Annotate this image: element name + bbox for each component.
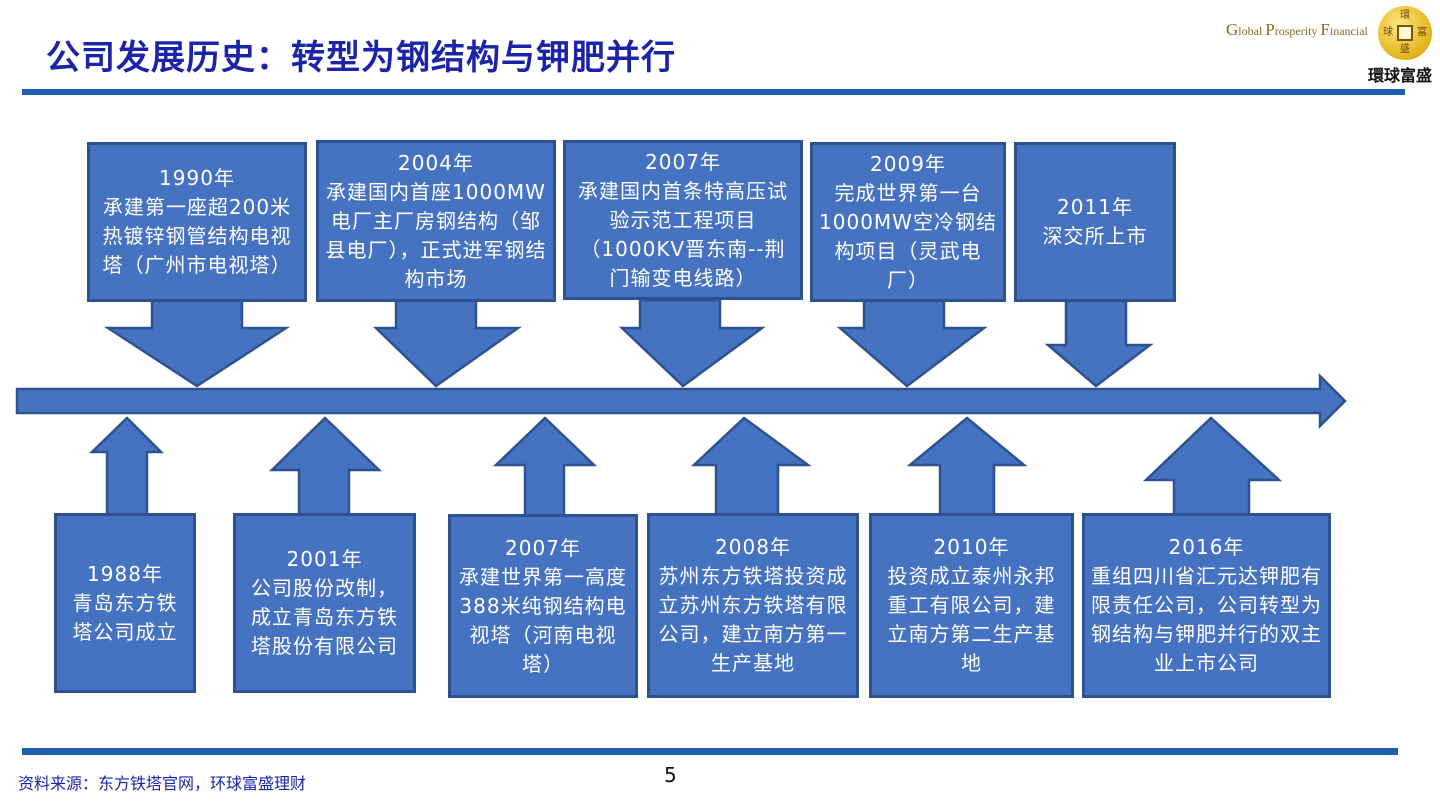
event-year: 1988年 (87, 561, 163, 586)
coin-char-right: 富 (1417, 27, 1427, 38)
event-text: 承建世界第一高度388米纯钢结构电视塔（河南电视塔） (459, 564, 627, 676)
event-year: 2007年 (645, 149, 721, 174)
event-year: 2016年 (1168, 535, 1245, 559)
timeline-main-arrow (15, 372, 1347, 430)
logo-english-name: Global Prosperity Financial (1226, 20, 1368, 39)
top-arrow-2009 (836, 298, 988, 388)
event-text: 承建第一座超200米热镀锌钢管结构电视塔（广州市电视塔） (102, 195, 292, 277)
event-text: 重组四川省汇元达钾肥有限责任公司，公司转型为钢结构与钾肥并行的双主业上市公司 (1091, 564, 1322, 675)
bottom-arrow-2001 (268, 416, 383, 518)
header-divider (22, 89, 1405, 95)
coin-char-left: 球 (1383, 27, 1393, 38)
coin-char-bottom: 盛 (1400, 44, 1410, 55)
event-year: 2011年 (1057, 195, 1133, 219)
event-text: 投资成立泰州永邦重工有限公司，建立南方第二生产基地 (887, 564, 1056, 675)
event-text: 公司股份改制，成立青岛东方铁塔股份有限公司 (251, 576, 398, 658)
event-box-2016: 2016年重组四川省汇元达钾肥有限责任公司，公司转型为钢结构与钾肥并行的双主业上… (1082, 513, 1331, 698)
event-box-2010: 2010年投资成立泰州永邦重工有限公司，建立南方第二生产基地 (869, 513, 1074, 698)
event-box-2007-bottom: 2007年承建世界第一高度388米纯钢结构电视塔（河南电视塔） (448, 514, 638, 698)
logo-chinese-name: 環球富盛 (1367, 66, 1432, 85)
event-box-2008: 2008年苏州东方铁塔投资成立苏州东方铁塔有限公司，建立南方第一生产基地 (647, 513, 859, 698)
top-arrow-1990 (103, 298, 291, 388)
event-text: 深交所上市 (1042, 224, 1148, 248)
coin-square-hole (1397, 25, 1413, 41)
event-box-1990: 1990年承建第一座超200米热镀锌钢管结构电视塔（广州市电视塔） (87, 142, 307, 302)
event-box-2004: 2004年承建国内首座1000MW电厂主厂房钢结构（邹县电厂），正式进军钢结构市… (316, 140, 556, 302)
bottom-arrow-1988 (88, 416, 165, 518)
event-text: 承建国内首条特高压试验示范工程项目（1000KV晋东南--荆门输变电线路） (578, 178, 788, 290)
event-text: 青岛东方铁塔公司成立 (72, 590, 178, 644)
event-text: 完成世界第一台1000MW空冷钢结构项目（灵武电厂） (819, 180, 997, 292)
top-arrow-2011 (1044, 298, 1154, 388)
bottom-arrow-2016 (1142, 416, 1283, 518)
top-arrow-2007 (618, 298, 766, 388)
bottom-arrow-2007 (492, 416, 598, 518)
top-arrow-2004 (372, 298, 522, 388)
company-logo: Global Prosperity Financial 環 富 盛 球 環球富盛 (1226, 6, 1436, 86)
event-box-2009: 2009年完成世界第一台1000MW空冷钢结构项目（灵武电厂） (810, 142, 1006, 302)
event-year: 2007年 (505, 535, 581, 560)
bottom-arrow-2010 (906, 416, 1028, 518)
page-number: 5 (664, 763, 677, 787)
event-year: 2010年 (933, 535, 1010, 559)
event-year: 1990年 (159, 166, 235, 190)
event-year: 2009年 (870, 151, 946, 176)
event-box-2007-top: 2007年承建国内首条特高压试验示范工程项目（1000KV晋东南--荆门输变电线… (563, 140, 803, 300)
event-year: 2004年 (398, 150, 474, 175)
page-title: 公司发展历史：转型为钢结构与钾肥并行 (46, 38, 676, 78)
event-year: 2008年 (715, 535, 791, 559)
event-text: 承建国内首座1000MW电厂主厂房钢结构（邹县电厂），正式进军钢结构市场 (325, 179, 547, 291)
coin-char-top: 環 (1400, 10, 1410, 21)
event-text: 苏州东方铁塔投资成立苏州东方铁塔有限公司，建立南方第一生产基地 (658, 564, 848, 675)
footer-divider (22, 748, 1398, 755)
event-box-2001: 2001年公司股份改制，成立青岛东方铁塔股份有限公司 (233, 513, 416, 693)
coin-emblem-icon: 環 富 盛 球 (1378, 6, 1432, 60)
event-year: 2001年 (286, 547, 363, 571)
event-box-2011: 2011年深交所上市 (1014, 142, 1176, 302)
source-note: 资料来源：东方铁塔官网，环球富盛理财 (18, 774, 307, 793)
bottom-arrow-2008 (690, 416, 812, 518)
event-box-1988: 1988年青岛东方铁塔公司成立 (54, 513, 196, 693)
